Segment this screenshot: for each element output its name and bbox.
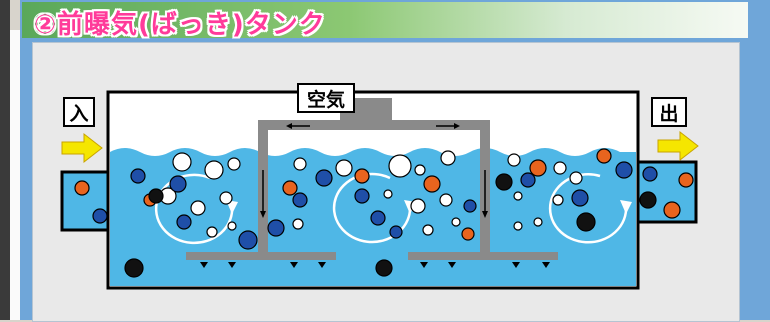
inlet-label: 入	[69, 104, 89, 125]
diffuser-right	[408, 252, 558, 260]
inlet-arrow	[61, 132, 103, 164]
left-window-edge	[0, 0, 10, 320]
diffuser-left	[186, 252, 336, 260]
particles	[74, 148, 694, 278]
air-label-box	[297, 83, 355, 113]
page-title: ②前曝気(ばっき)タンク	[34, 10, 326, 40]
air-label: 空気	[306, 90, 345, 111]
diffuser-outlets	[200, 262, 550, 268]
outlet-arrow	[657, 130, 699, 162]
title-bar: ②前曝気(ばっき)タンク	[22, 2, 748, 40]
inlet-label-box	[63, 97, 95, 127]
air-pipe-horizontal	[258, 120, 490, 130]
outlet-label-box	[651, 97, 687, 127]
outlet-label: 出	[659, 104, 679, 125]
